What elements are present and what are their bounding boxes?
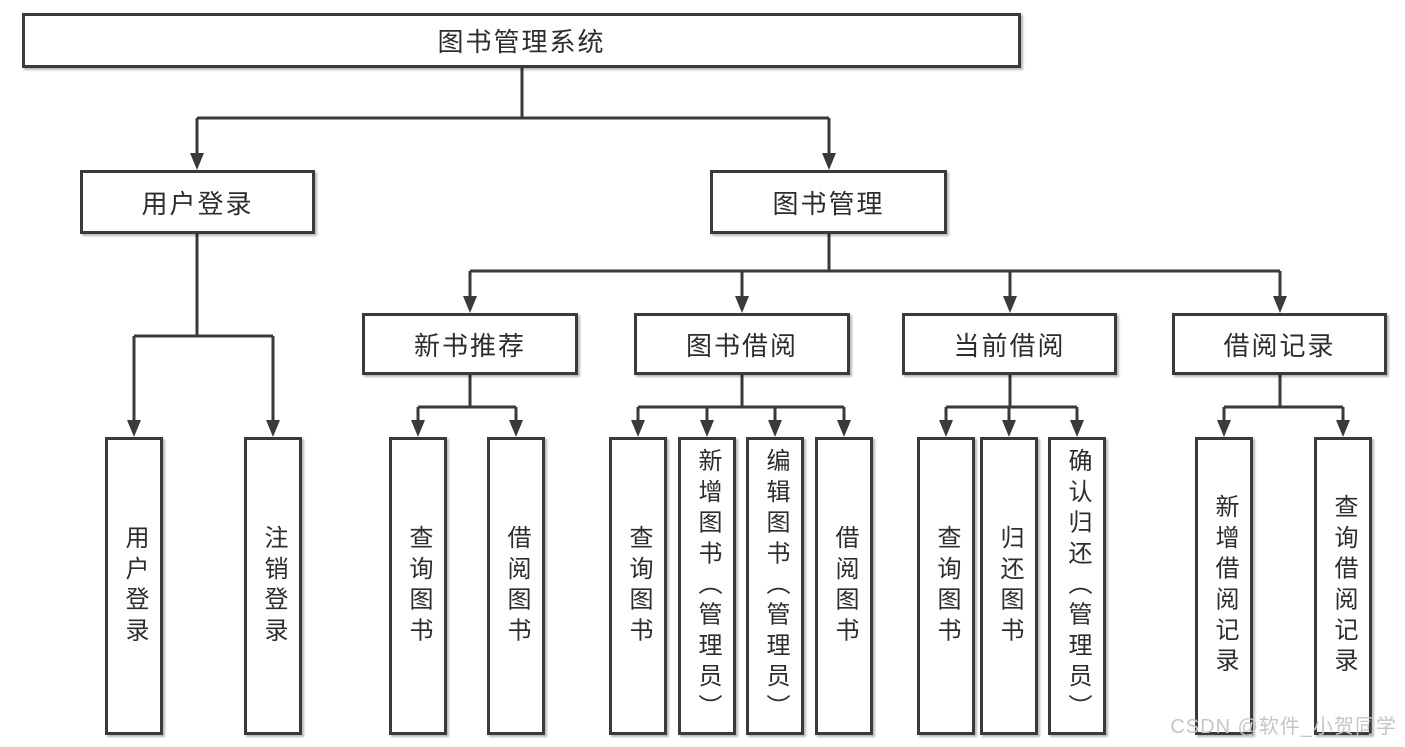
csdn-watermark: CSDN @软件_小贺同学 — [1170, 716, 1397, 738]
leaf-label: 确认归还（管理员） — [1064, 447, 1091, 725]
leaf-label: 查询借阅记录 — [1330, 493, 1357, 679]
node-label: 图书管理 — [772, 188, 885, 219]
leaf-borrow-books-borrowing: 借阅图书 — [815, 437, 873, 735]
leaf-label: 用户登录 — [121, 524, 148, 648]
node-book-management: 图书管理 — [710, 170, 947, 234]
node-current-borrowing: 当前借阅 — [902, 313, 1117, 375]
leaf-query-books-current: 查询图书 — [917, 437, 975, 735]
leaf-query-borrow-record: 查询借阅记录 — [1314, 437, 1372, 735]
node-user-login: 用户登录 — [80, 170, 315, 234]
arrowhead-icons — [127, 153, 1350, 437]
node-borrowing-records: 借阅记录 — [1172, 313, 1387, 375]
leaf-label: 查询图书 — [933, 524, 960, 648]
node-label: 新书推荐 — [413, 330, 526, 361]
leaf-label: 查询图书 — [625, 524, 652, 648]
leaf-confirm-return-admin: 确认归还（管理员） — [1048, 437, 1106, 735]
leaf-logout: 注销登录 — [244, 437, 302, 735]
leaf-label: 新增借阅记录 — [1211, 493, 1238, 679]
node-book-borrowing: 图书借阅 — [634, 313, 850, 375]
node-label: 图书管理系统 — [437, 27, 606, 57]
leaf-label: 编辑图书（管理员） — [762, 447, 789, 725]
leaf-add-borrow-record: 新增借阅记录 — [1195, 437, 1253, 735]
node-new-book-recommendation: 新书推荐 — [362, 313, 578, 375]
leaf-label: 注销登录 — [260, 524, 287, 648]
leaf-query-books-borrowing: 查询图书 — [609, 437, 667, 735]
leaf-add-books-admin: 新增图书（管理员） — [678, 437, 736, 735]
leaf-query-books-recommend: 查询图书 — [389, 437, 447, 735]
leaf-label: 查询图书 — [405, 524, 432, 648]
leaf-label: 借阅图书 — [503, 524, 530, 648]
leaf-edit-books-admin: 编辑图书（管理员） — [746, 437, 804, 735]
leaf-label: 借阅图书 — [831, 524, 858, 648]
node-label: 用户登录 — [141, 188, 254, 219]
leaf-return-books: 归还图书 — [980, 437, 1038, 735]
leaf-borrow-books-recommend: 借阅图书 — [487, 437, 545, 735]
node-label: 借阅记录 — [1223, 330, 1336, 361]
node-label: 当前借阅 — [953, 330, 1066, 361]
node-label: 图书借阅 — [685, 330, 798, 361]
leaf-label: 新增图书（管理员） — [694, 447, 721, 725]
leaf-user-login: 用户登录 — [105, 437, 163, 735]
leaf-label: 归还图书 — [996, 524, 1023, 648]
node-library-management-system: 图书管理系统 — [22, 13, 1021, 68]
connector-paths — [132, 68, 1345, 423]
